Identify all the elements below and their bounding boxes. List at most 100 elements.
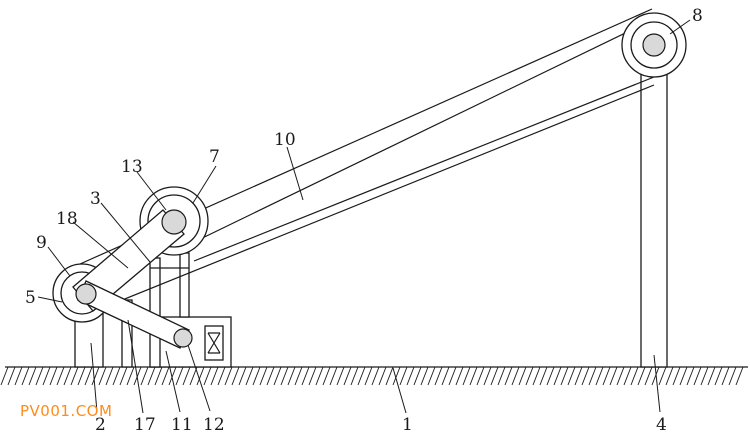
label-10: 10 bbox=[274, 130, 296, 150]
hatch-stroke bbox=[42, 366, 51, 386]
hatch-stroke bbox=[147, 366, 156, 386]
hatch-stroke bbox=[546, 366, 555, 386]
hatch-stroke bbox=[490, 366, 499, 386]
hatch-stroke bbox=[651, 366, 660, 386]
hatch-stroke bbox=[329, 366, 338, 386]
hatch-stroke bbox=[91, 366, 100, 386]
hatch-stroke bbox=[700, 366, 709, 386]
hatch-stroke bbox=[539, 366, 548, 386]
hatch-stroke bbox=[287, 366, 296, 386]
hatch-stroke bbox=[441, 366, 450, 386]
hatch-stroke bbox=[658, 366, 667, 386]
ground-base bbox=[0, 366, 748, 386]
hatch-stroke bbox=[434, 366, 443, 386]
label-8: 8 bbox=[692, 6, 703, 26]
hatch-stroke bbox=[406, 366, 415, 386]
left-axle bbox=[75, 283, 97, 305]
hatch-stroke bbox=[399, 366, 408, 386]
hatch-stroke bbox=[420, 366, 429, 386]
hatch-stroke bbox=[70, 366, 79, 386]
belt bbox=[79, 8, 655, 310]
hatch-stroke bbox=[336, 366, 345, 386]
hatch-stroke bbox=[679, 366, 688, 386]
hatch-stroke bbox=[553, 366, 562, 386]
hatch-stroke bbox=[686, 366, 695, 386]
hatch-stroke bbox=[56, 366, 65, 386]
hatch-stroke bbox=[245, 366, 254, 386]
hatch-stroke bbox=[364, 366, 373, 386]
hatch-stroke bbox=[126, 366, 135, 386]
hatch-stroke bbox=[637, 366, 646, 386]
hatch-stroke bbox=[462, 366, 471, 386]
hatch-stroke bbox=[623, 366, 632, 386]
watermark-text: PV001.COM bbox=[20, 402, 112, 420]
hatch-stroke bbox=[224, 366, 233, 386]
hatch-stroke bbox=[392, 366, 401, 386]
hatch-stroke bbox=[518, 366, 527, 386]
hatch-stroke bbox=[273, 366, 282, 386]
hatch-stroke bbox=[357, 366, 366, 386]
label-13: 13 bbox=[121, 157, 143, 177]
hatch-stroke bbox=[714, 366, 723, 386]
hatch-stroke bbox=[14, 366, 23, 386]
hatch-stroke bbox=[168, 366, 177, 386]
hatch-stroke bbox=[455, 366, 464, 386]
label-4: 4 bbox=[656, 415, 667, 435]
hatch-stroke bbox=[280, 366, 289, 386]
motor-window-mark bbox=[207, 332, 221, 354]
hatch-stroke bbox=[588, 366, 597, 386]
hatch-stroke bbox=[504, 366, 513, 386]
hatch-stroke bbox=[196, 366, 205, 386]
hatch-stroke bbox=[385, 366, 394, 386]
hatch-stroke bbox=[210, 366, 219, 386]
ground-hatching bbox=[0, 366, 744, 386]
hatch-stroke bbox=[49, 366, 58, 386]
hatch-stroke bbox=[0, 366, 9, 386]
label-9: 9 bbox=[36, 233, 47, 253]
hatch-stroke bbox=[581, 366, 590, 386]
label-18: 18 bbox=[56, 209, 78, 229]
hatch-stroke bbox=[476, 366, 485, 386]
lower-axle bbox=[173, 328, 193, 348]
hatch-stroke bbox=[294, 366, 303, 386]
hatch-stroke bbox=[112, 366, 121, 386]
hatch-stroke bbox=[448, 366, 457, 386]
hatch-stroke bbox=[28, 366, 37, 386]
hatch-stroke bbox=[350, 366, 359, 386]
hatch-stroke bbox=[693, 366, 702, 386]
label-5: 5 bbox=[25, 288, 36, 308]
right-column bbox=[640, 45, 668, 368]
hatch-stroke bbox=[308, 366, 317, 386]
hatch-stroke bbox=[322, 366, 331, 386]
upper-axle bbox=[161, 209, 187, 235]
hatch-stroke bbox=[7, 366, 16, 386]
hatch-stroke bbox=[266, 366, 275, 386]
hatch-stroke bbox=[721, 366, 730, 386]
hatch-stroke bbox=[567, 366, 576, 386]
hatch-stroke bbox=[21, 366, 30, 386]
hatch-stroke bbox=[140, 366, 149, 386]
hatch-stroke bbox=[371, 366, 380, 386]
hatch-stroke bbox=[378, 366, 387, 386]
hatch-stroke bbox=[105, 366, 114, 386]
hatch-stroke bbox=[154, 366, 163, 386]
hatch-stroke bbox=[182, 366, 191, 386]
hatch-stroke bbox=[252, 366, 261, 386]
leader-lines bbox=[37, 19, 691, 414]
hatch-stroke bbox=[84, 366, 93, 386]
hatch-stroke bbox=[609, 366, 618, 386]
part-labels: 8 7 13 10 3 18 9 5 2 17 11 12 1 4 bbox=[25, 6, 703, 435]
hatch-stroke bbox=[98, 366, 107, 386]
hatch-stroke bbox=[315, 366, 324, 386]
hatch-stroke bbox=[203, 366, 212, 386]
top-axle bbox=[642, 33, 666, 57]
label-3: 3 bbox=[90, 189, 101, 209]
hatch-stroke bbox=[483, 366, 492, 386]
hatch-stroke bbox=[413, 366, 422, 386]
hatch-stroke bbox=[644, 366, 653, 386]
hatch-stroke bbox=[231, 366, 240, 386]
label-1: 1 bbox=[402, 415, 413, 435]
hatch-stroke bbox=[735, 366, 744, 386]
label-11: 11 bbox=[171, 415, 193, 435]
